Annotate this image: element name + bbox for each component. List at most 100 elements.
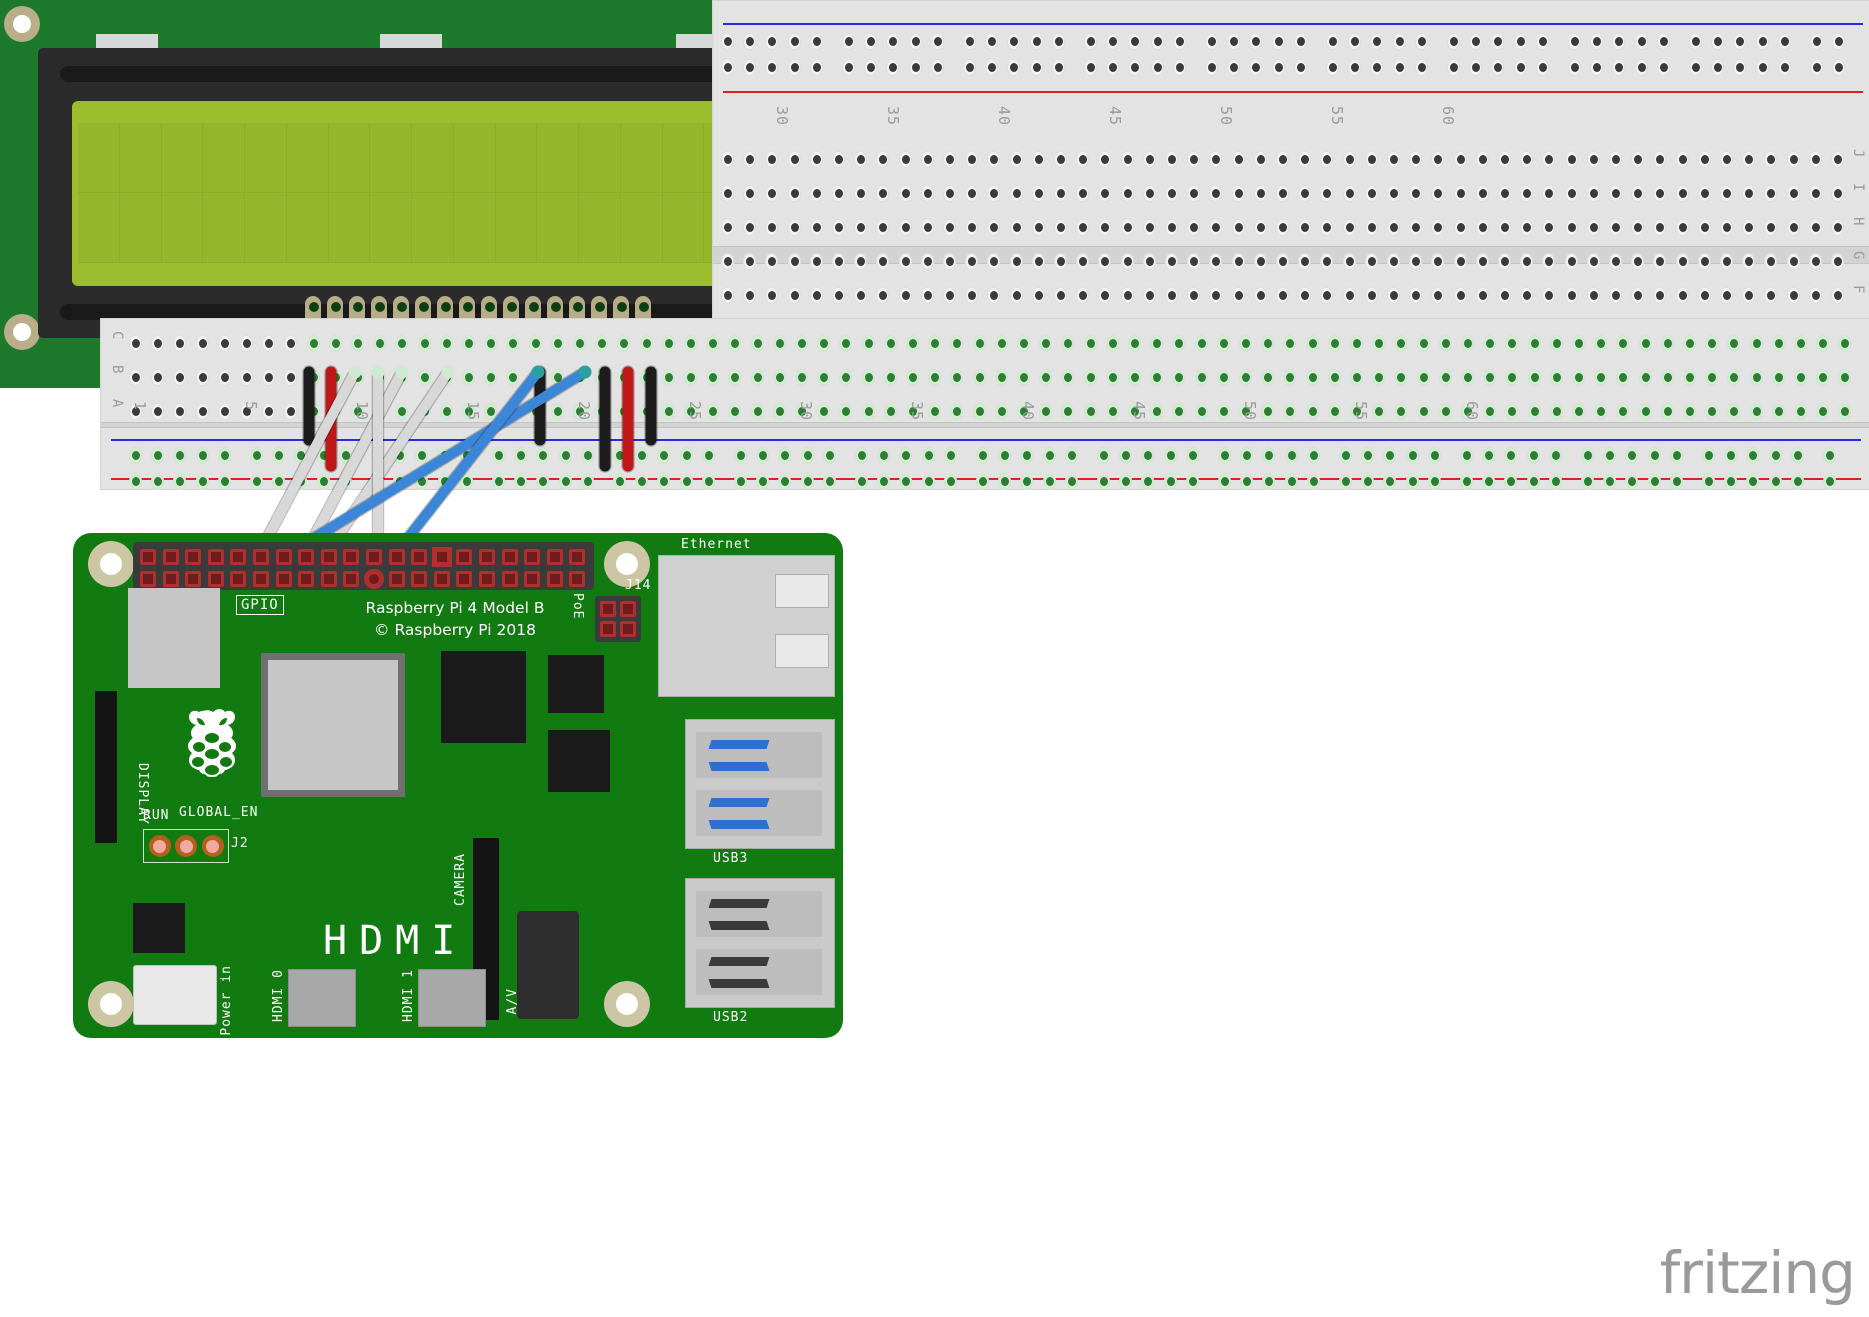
bb-bottom-rail-hole[interactable] (1042, 473, 1056, 490)
bb-bottom-rail-hole[interactable] (855, 447, 868, 464)
bb-bottom-grid-hole[interactable] (1461, 335, 1474, 352)
bb-bottom-grid-hole[interactable] (950, 403, 964, 420)
bb-top-grid-hole[interactable] (1586, 151, 1600, 168)
bb-bottom-grid-hole[interactable] (1527, 403, 1541, 420)
bb-top-rail-hole[interactable] (1392, 59, 1406, 76)
bb-bottom-grid-hole[interactable] (262, 403, 276, 420)
bb-top-rail-hole[interactable] (1326, 33, 1339, 50)
bb-top-grid-hole[interactable] (1631, 287, 1645, 304)
bb-bottom-grid-hole[interactable] (1816, 369, 1830, 386)
bb-bottom-grid-hole[interactable] (661, 369, 675, 386)
bb-top-grid-hole[interactable] (1697, 253, 1711, 270)
gpio-pin-top-12[interactable] (388, 549, 405, 565)
bb-bottom-grid-hole[interactable] (484, 403, 498, 420)
bb-top-grid-hole[interactable] (1253, 219, 1267, 236)
bb-top-rail-hole[interactable] (743, 59, 757, 76)
bb-bottom-grid-hole[interactable] (1616, 369, 1630, 386)
bb-top-rail-hole[interactable] (1271, 33, 1285, 50)
bb-top-grid-hole[interactable] (1475, 287, 1489, 304)
lcd-pin-6[interactable] (415, 296, 431, 322)
bb-bottom-rail-hole[interactable] (217, 473, 231, 490)
bb-top-grid-hole[interactable] (1054, 219, 1067, 236)
bb-bottom-grid-hole[interactable] (1216, 369, 1230, 386)
bb-bottom-grid-hole[interactable] (528, 403, 542, 420)
bb-bottom-rail-hole[interactable] (580, 447, 594, 464)
bb-bottom-rail-hole[interactable] (1581, 473, 1594, 490)
bb-bottom-rail-hole[interactable] (998, 473, 1012, 490)
bb-top-grid-hole[interactable] (1498, 219, 1511, 236)
bb-top-grid-hole[interactable] (1475, 185, 1489, 202)
bb-bottom-rail-hole[interactable] (1504, 447, 1518, 464)
bb-bottom-rail-hole[interactable] (1097, 447, 1110, 464)
bb-top-rail-hole[interactable] (1755, 59, 1769, 76)
gpio-pin-bottom-15[interactable] (456, 571, 473, 587)
bb-bottom-grid-hole[interactable] (1594, 403, 1608, 420)
bb-top-rail-hole[interactable] (1612, 33, 1626, 50)
bb-top-grid-hole[interactable] (1076, 151, 1090, 168)
bb-bottom-grid-hole[interactable] (395, 335, 409, 352)
bb-top-grid-hole[interactable] (1520, 151, 1534, 168)
bb-bottom-grid-hole[interactable] (1749, 403, 1763, 420)
bb-top-rail-hole[interactable] (721, 33, 734, 50)
bb-bottom-rail-hole[interactable] (635, 447, 649, 464)
bb-bottom-grid-hole[interactable] (195, 369, 209, 386)
bb-bottom-rail-hole[interactable] (1427, 473, 1441, 490)
bb-top-rail-hole[interactable] (1733, 59, 1747, 76)
bb-bottom-grid-hole[interactable] (1283, 403, 1297, 420)
bb-bottom-rail-hole[interactable] (1702, 473, 1715, 490)
bb-bottom-grid-hole[interactable] (750, 369, 764, 386)
gpio-pin-bottom-6[interactable] (253, 571, 269, 587)
gpio-pin-bottom-17[interactable] (501, 571, 518, 587)
bb-bottom-grid-hole[interactable] (1438, 335, 1452, 352)
bb-top-grid-hole[interactable] (1276, 287, 1289, 304)
bb-top-grid-hole[interactable] (1498, 185, 1511, 202)
bb-bottom-rail-hole[interactable] (393, 447, 407, 464)
bb-bottom-grid-hole[interactable] (1061, 369, 1075, 386)
bb-top-grid-hole[interactable] (1586, 219, 1600, 236)
lcd-pin-10[interactable] (503, 296, 519, 322)
bb-top-grid-hole[interactable] (1098, 253, 1112, 270)
bb-top-grid-hole[interactable] (1187, 151, 1201, 168)
bb-bottom-grid-hole[interactable] (506, 403, 520, 420)
bb-bottom-rail-hole[interactable] (657, 447, 671, 464)
bb-top-grid-hole[interactable] (787, 151, 801, 168)
bb-top-grid-hole[interactable] (809, 219, 823, 236)
gpio-pin-top-18[interactable] (524, 549, 541, 565)
bb-top-grid-hole[interactable] (1498, 287, 1511, 304)
bb-top-grid-hole[interactable] (765, 151, 779, 168)
bb-bottom-grid-hole[interactable] (1327, 403, 1341, 420)
bb-bottom-rail-hole[interactable] (1548, 473, 1562, 490)
bb-bottom-rail-hole[interactable] (1790, 473, 1804, 490)
bb-top-rail-hole[interactable] (1711, 59, 1725, 76)
lcd-pin-16[interactable] (635, 296, 651, 322)
bb-top-grid-hole[interactable] (1098, 151, 1112, 168)
bb-top-grid-hole[interactable] (1364, 219, 1378, 236)
bb-bottom-rail-hole[interactable] (921, 447, 935, 464)
bb-top-rail-hole[interactable] (864, 33, 878, 50)
bb-top-grid-hole[interactable] (1542, 253, 1556, 270)
bb-top-grid-hole[interactable] (809, 185, 823, 202)
bb-top-grid-hole[interactable] (1098, 287, 1112, 304)
bb-bottom-grid-hole[interactable] (195, 403, 209, 420)
bb-bottom-grid-hole[interactable] (1838, 335, 1852, 352)
bb-top-rail-hole[interactable] (809, 33, 823, 50)
bb-top-grid-hole[interactable] (1542, 287, 1556, 304)
bb-bottom-rail-hole[interactable] (437, 447, 451, 464)
bb-top-rail-hole[interactable] (787, 33, 801, 50)
hdmi1-connector[interactable] (418, 969, 486, 1027)
bb-top-grid-hole[interactable] (1187, 219, 1201, 236)
bb-bottom-grid-hole[interactable] (1128, 403, 1141, 420)
bb-top-grid-hole[interactable] (1831, 151, 1844, 168)
bb-bottom-rail-hole[interactable] (1020, 447, 1034, 464)
bb-top-rail-hole[interactable] (1656, 33, 1670, 50)
bb-top-rail-hole[interactable] (1128, 59, 1142, 76)
bb-top-rail-hole[interactable] (809, 59, 823, 76)
bb-top-grid-hole[interactable] (1808, 151, 1822, 168)
bb-top-rail-hole[interactable] (1634, 59, 1648, 76)
bb-top-rail-hole[interactable] (1029, 33, 1043, 50)
bb-bottom-rail-hole[interactable] (1097, 473, 1110, 490)
bb-bottom-grid-hole[interactable] (506, 335, 520, 352)
bb-top-grid-hole[interactable] (987, 219, 1001, 236)
bb-top-grid-hole[interactable] (1675, 219, 1689, 236)
bb-top-grid-hole[interactable] (1054, 287, 1067, 304)
